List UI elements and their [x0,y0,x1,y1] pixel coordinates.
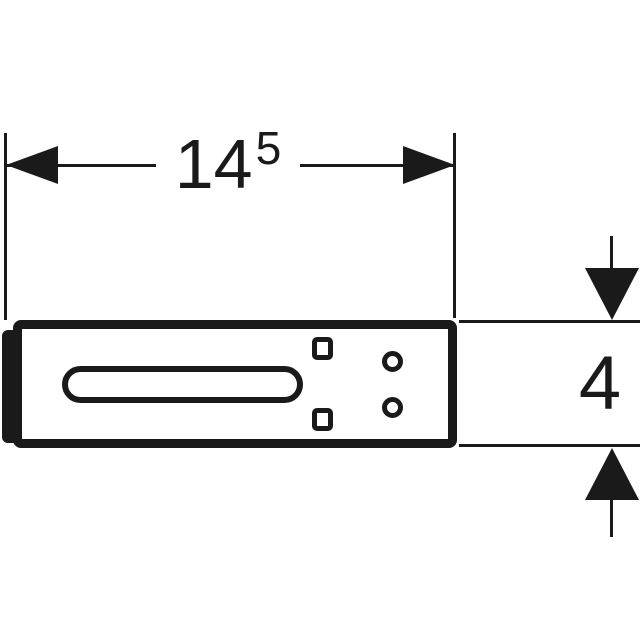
left-flange [2,330,16,443]
square-hole-bottom [312,408,333,431]
arrow-left-icon [6,146,58,184]
arrow-down-icon [585,268,639,320]
width-extension-line-right [453,133,456,318]
height-value: 4 [578,341,622,426]
round-hole-top [382,351,403,372]
arrow-up-icon [585,448,639,500]
mounting-slot [62,366,303,403]
width-dimension-line-left-segment [6,164,156,167]
round-hole-bottom [382,397,403,418]
arrow-down-tail [610,236,613,272]
height-extension-line-bottom [459,444,640,447]
width-extension-line-left [4,133,7,320]
height-dimension-label: 4 [560,344,640,424]
width-value: 14 [174,125,253,203]
width-dimension-line-right-segment [300,164,455,167]
height-extension-line-top [459,320,640,323]
arrow-right-icon [403,146,455,184]
width-superscript: 5 [255,122,282,175]
arrow-up-tail [610,500,613,537]
square-hole-top [312,337,333,360]
